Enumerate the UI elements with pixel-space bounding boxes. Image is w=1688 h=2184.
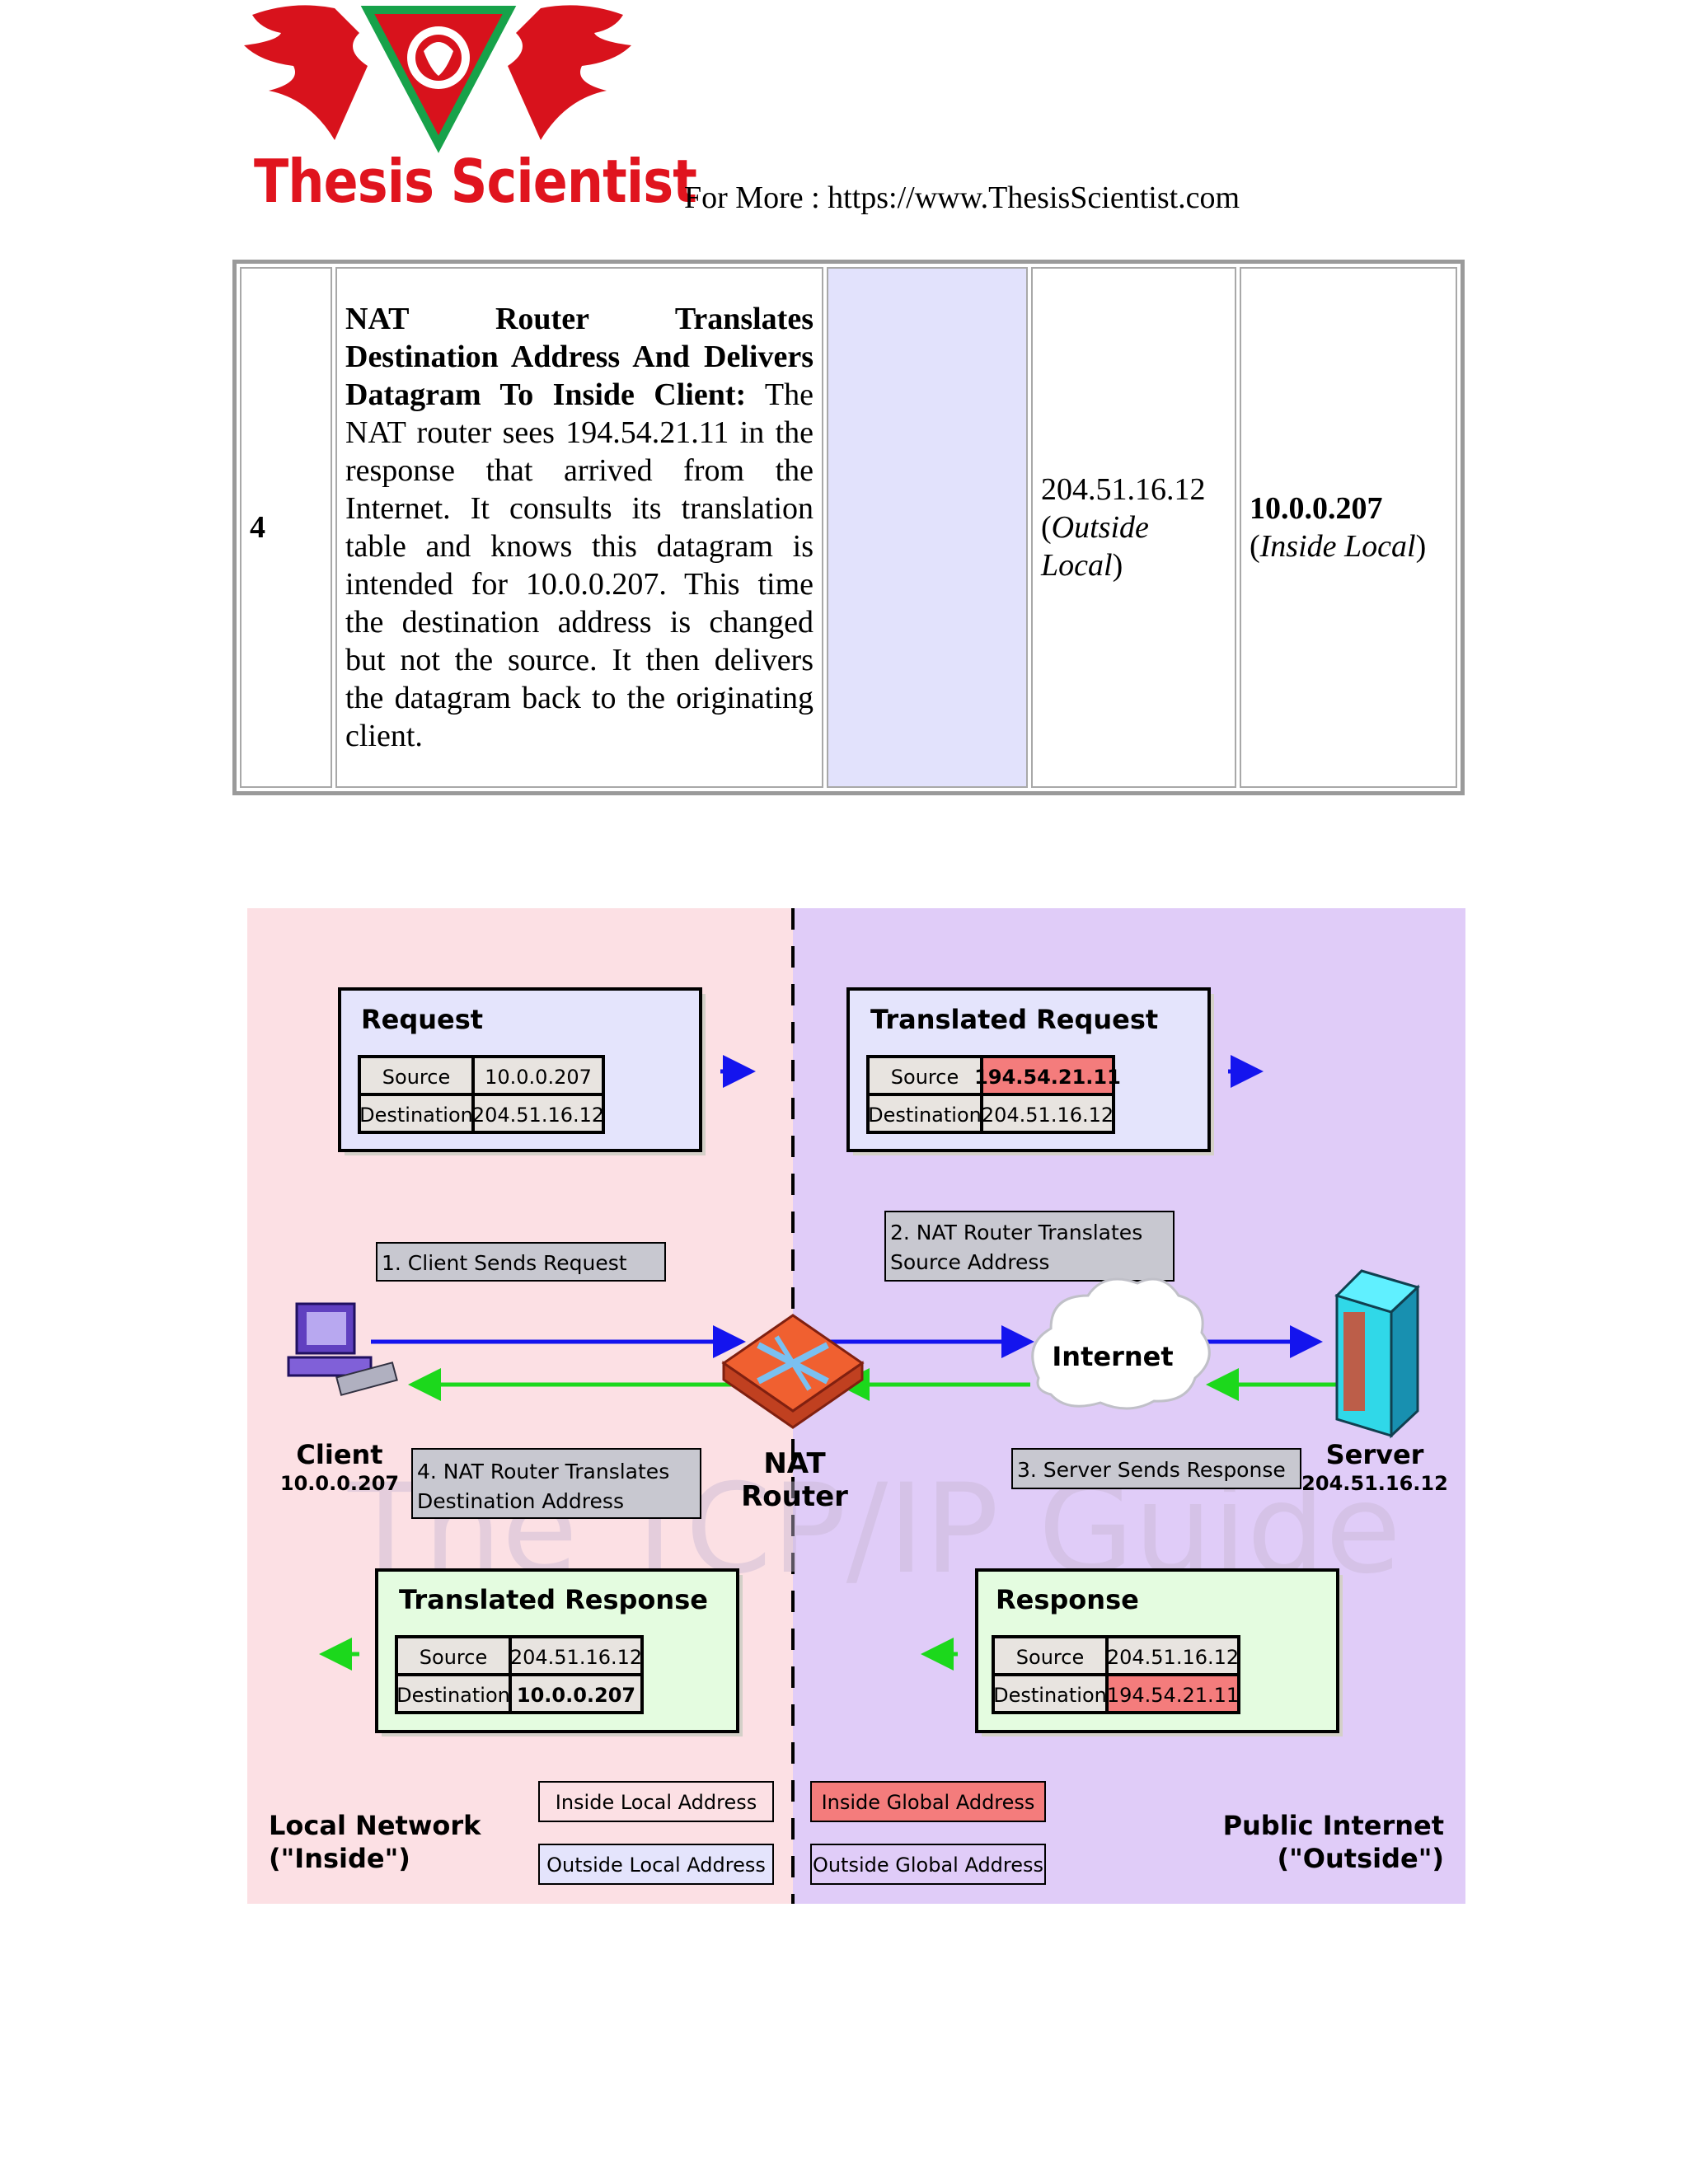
legend-inside-local: Inside Local Address: [538, 1781, 774, 1822]
destination-address: 10.0.0.207: [1250, 491, 1383, 526]
translated-response-box: Translated Response Source 204.51.16.12 …: [375, 1568, 743, 1736]
nat-router-icon: [721, 1314, 865, 1429]
step4-label: 4. NAT Router Translates Destination Add…: [411, 1448, 701, 1519]
svg-text:3. Server Sends Response: 3. Server Sends Response: [1017, 1458, 1286, 1482]
internet-cloud-icon: [1031, 1277, 1211, 1410]
nat-translation-table: 4 NAT Router Translates Destination Addr…: [232, 260, 1465, 795]
nat-diagram: The TCP/IP Guide Request Source 10.0.0.2…: [247, 908, 1465, 1904]
svg-text:Outside Local Address: Outside Local Address: [546, 1854, 766, 1877]
svg-text:Inside Local Address: Inside Local Address: [556, 1791, 757, 1814]
request-destination-value: 204.51.16.12: [472, 1104, 604, 1127]
svg-text:4. NAT Router Translates: 4. NAT Router Translates: [417, 1460, 669, 1483]
thesis-scientist-logo: [244, 0, 631, 223]
more-info-link[interactable]: For More : https://www.ThesisScientist.c…: [684, 180, 1240, 215]
translated-response-destination-value: 10.0.0.207: [517, 1684, 635, 1707]
response-source-label: Source: [1016, 1646, 1084, 1669]
translated-response-destination-label: Destination: [396, 1684, 510, 1707]
translated-request-box: Translated Request Source 194.54.21.11 D…: [846, 987, 1214, 1155]
client-label: Client: [296, 1439, 382, 1470]
svg-text:Outside Global Address: Outside Global Address: [813, 1854, 1043, 1877]
svg-text:2. NAT Router Translates: 2. NAT Router Translates: [890, 1221, 1142, 1244]
svg-text:Inside Global Address: Inside Global Address: [822, 1791, 1035, 1814]
translated-response-source-value: 204.51.16.12: [510, 1646, 642, 1669]
local-network-label-line1: Local Network: [269, 1810, 481, 1841]
legend-outside-local: Outside Local Address: [538, 1844, 774, 1885]
legend-inside-global: Inside Global Address: [810, 1781, 1046, 1822]
legend-outside-global: Outside Global Address: [810, 1844, 1046, 1885]
source-address-type: Outside Local: [1041, 510, 1149, 583]
translated-response-title: Translated Response: [399, 1584, 708, 1615]
public-internet-label-line2: ("Outside"): [1278, 1843, 1445, 1874]
step3-label: 3. Server Sends Response: [1011, 1448, 1301, 1489]
svg-text:Source Address: Source Address: [890, 1250, 1049, 1274]
destination-address-type: Inside Local: [1259, 529, 1416, 564]
client-computer-icon: [287, 1302, 398, 1396]
translated-request-destination-value: 204.51.16.12: [982, 1104, 1114, 1127]
internet-label: Internet: [1052, 1341, 1173, 1372]
request-title: Request: [361, 1004, 483, 1035]
response-destination-value: 194.54.21.11: [1107, 1684, 1239, 1707]
router-label-line1: NAT: [763, 1447, 826, 1480]
server-ip: 204.51.16.12: [1301, 1472, 1448, 1495]
blank-shaded-cell: [827, 267, 1028, 788]
response-destination-label: Destination: [993, 1684, 1107, 1707]
router-label-line2: Router: [741, 1480, 848, 1513]
translated-request-title: Translated Request: [870, 1004, 1158, 1035]
server-icon: [1334, 1269, 1420, 1439]
description-cell: NAT Router Translates Destination Addres…: [335, 267, 823, 788]
step1-label: 1. Client Sends Request: [376, 1242, 666, 1282]
description-body: The NAT router sees 194.54.21.11 in the …: [345, 377, 814, 715]
translated-request-source-label: Source: [891, 1066, 959, 1089]
description-end: client.: [345, 719, 423, 753]
request-source-label: Source: [382, 1066, 450, 1089]
destination-address-cell: 10.0.0.207(Inside Local): [1240, 267, 1457, 788]
description-heading: NAT Router Translates Destination Addres…: [345, 302, 814, 412]
response-box: Response Source 204.51.16.12 Destination…: [975, 1568, 1343, 1736]
server-label: Server: [1326, 1439, 1424, 1470]
request-source-value: 10.0.0.207: [485, 1066, 592, 1089]
table-row: 4 NAT Router Translates Destination Addr…: [240, 267, 1457, 788]
svg-text:Destination Address: Destination Address: [417, 1489, 624, 1513]
local-network-label-line2: ("Inside"): [269, 1843, 410, 1874]
request-box: Request Source 10.0.0.207 Destination 20…: [338, 987, 706, 1155]
left-wing-shape: [244, 5, 368, 140]
public-internet-label-line1: Public Internet: [1223, 1810, 1444, 1841]
step2-label: 2. NAT Router Translates Source Address: [884, 1211, 1175, 1282]
step-number-cell: 4: [240, 267, 332, 788]
logo-text: Thesis Scientist: [254, 147, 697, 216]
response-source-value: 204.51.16.12: [1107, 1646, 1239, 1669]
translated-request-destination-label: Destination: [868, 1104, 982, 1127]
source-address: 204.51.16.12: [1041, 472, 1206, 507]
response-title: Response: [996, 1584, 1139, 1615]
source-address-cell: 204.51.16.12(Outside Local): [1031, 267, 1236, 788]
right-wing-shape: [508, 5, 631, 140]
client-ip: 10.0.0.207: [280, 1472, 399, 1495]
translated-request-source-value: 194.54.21.11: [974, 1066, 1121, 1089]
svg-text:1. Client Sends Request: 1. Client Sends Request: [382, 1251, 627, 1275]
request-destination-label: Destination: [359, 1104, 473, 1127]
translated-response-source-label: Source: [420, 1646, 487, 1669]
